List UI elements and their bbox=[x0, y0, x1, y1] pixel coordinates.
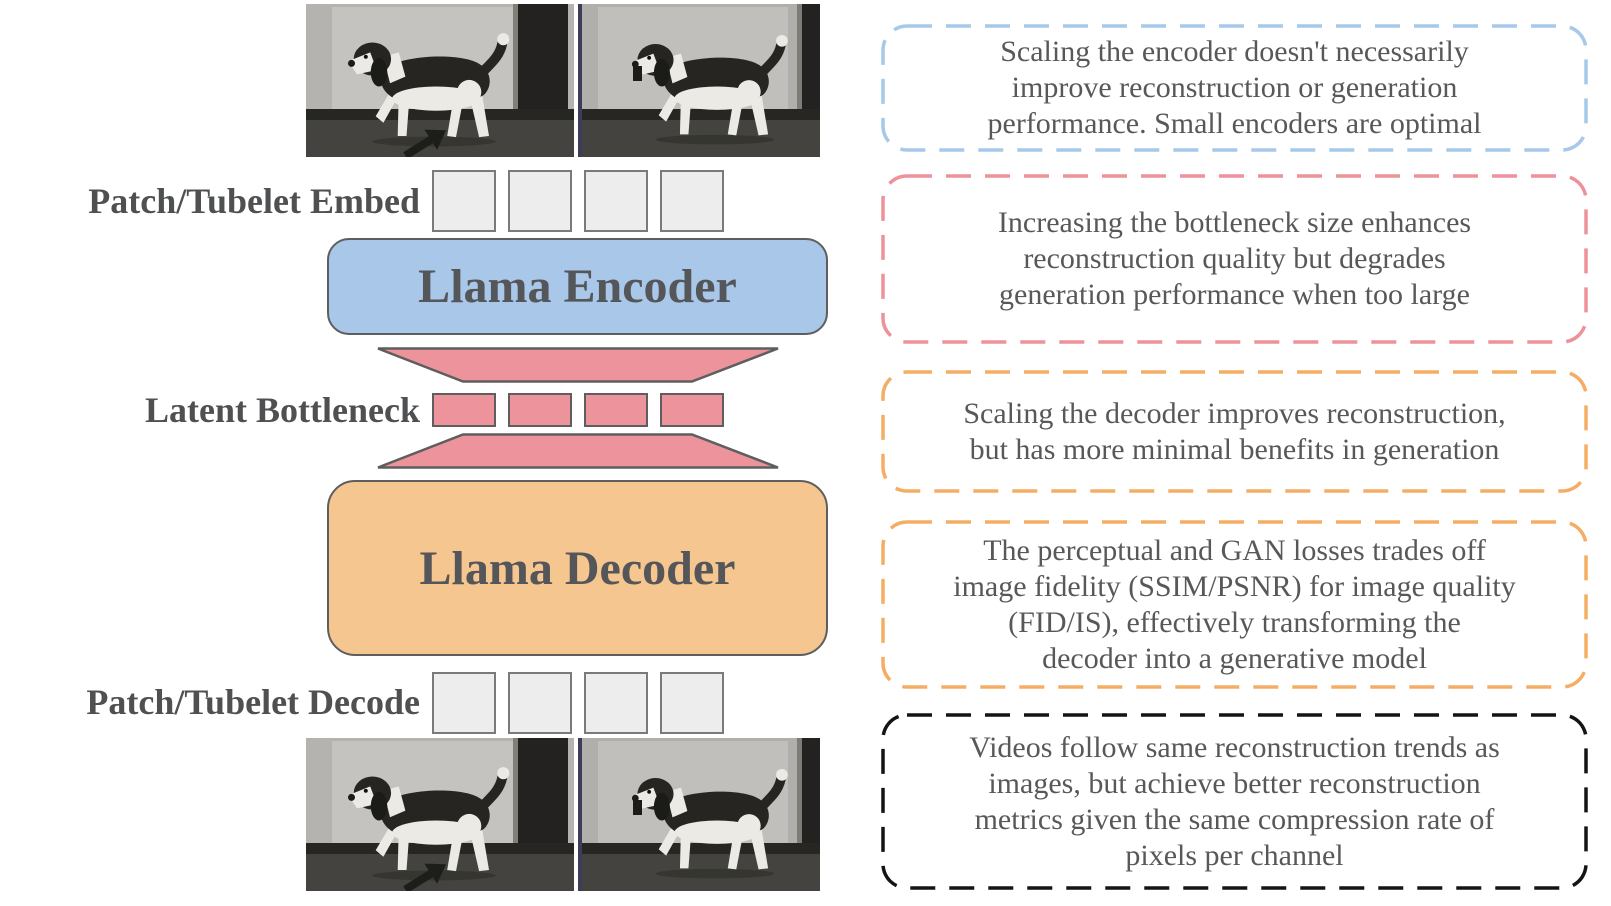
annotation-line: reconstruction quality but degrades bbox=[1023, 242, 1446, 275]
decode-token bbox=[508, 672, 572, 734]
object-in-mouth bbox=[633, 66, 642, 81]
annotation-box-losses: The perceptual and GAN losses trades off… bbox=[881, 520, 1588, 689]
dashed-border bbox=[881, 520, 1588, 689]
annotation-box-bottleneck: Increasing the bottleneck size enhances … bbox=[881, 174, 1588, 344]
annotation-box-encoder: Scaling the encoder doesn't necessarily … bbox=[881, 24, 1588, 152]
doorway bbox=[802, 738, 820, 853]
annotation-line: performance. Small encoders are optimal bbox=[987, 107, 1482, 140]
doorway bbox=[518, 738, 568, 855]
annotation-line: Scaling the encoder doesn't necessarily bbox=[1000, 35, 1469, 68]
annotation-line: decoder into a generative model bbox=[1042, 641, 1427, 675]
annotation-line: images, but achieve better reconstructio… bbox=[988, 766, 1481, 800]
annotation-line: The perceptual and GAN losses trades off bbox=[983, 533, 1486, 567]
motion-arrow bbox=[403, 129, 447, 157]
latent-token bbox=[660, 393, 724, 427]
dashed-border bbox=[881, 174, 1588, 344]
doorway bbox=[518, 4, 568, 121]
label-patch-tubelet-decode: Patch/Tubelet Decode bbox=[86, 682, 420, 722]
annotation-box-decoder: Scaling the decoder improves reconstruct… bbox=[881, 370, 1588, 493]
input-frame-2 bbox=[578, 4, 820, 157]
object-in-mouth bbox=[633, 800, 642, 815]
input-video-frames bbox=[306, 4, 820, 157]
embed-token bbox=[660, 170, 724, 232]
input-frame-1 bbox=[306, 4, 574, 157]
bottleneck-funnel-up bbox=[377, 433, 779, 469]
dashed-border bbox=[881, 713, 1588, 890]
reconstructed-video-frames bbox=[306, 738, 820, 891]
annotation-line: Videos follow same reconstruction trends… bbox=[969, 730, 1500, 764]
annotation-line: (FID/IS), effectively transforming the bbox=[1008, 605, 1461, 639]
annotation-line: metrics given the same compression rate … bbox=[974, 802, 1495, 836]
label-patch-tubelet-embed: Patch/Tubelet Embed bbox=[88, 181, 420, 221]
annotation-line: improve reconstruction or generation bbox=[1011, 71, 1458, 104]
output-frame-2 bbox=[578, 738, 820, 891]
dashed-border bbox=[881, 370, 1588, 493]
door-frame-edge bbox=[513, 4, 518, 121]
output-frame-1 bbox=[306, 738, 574, 891]
llama-decoder-label: Llama Decoder bbox=[419, 541, 736, 595]
llama-decoder-block: Llama Decoder bbox=[327, 480, 828, 656]
decode-token bbox=[432, 672, 496, 734]
frame-separator bbox=[578, 738, 582, 891]
annotation-line: but has more minimal benefits in generat… bbox=[969, 432, 1500, 466]
annotation-line: Increasing the bottleneck size enhances bbox=[997, 206, 1472, 239]
frame-separator bbox=[578, 4, 582, 157]
annotation-box-videos: Videos follow same reconstruction trends… bbox=[881, 713, 1588, 890]
bottleneck-funnel-down bbox=[377, 347, 779, 383]
latent-token bbox=[584, 393, 648, 427]
dashed-border bbox=[881, 24, 1588, 152]
latent-token bbox=[432, 393, 496, 427]
annotation-line: pixels per channel bbox=[1125, 838, 1344, 872]
annotation-line: Scaling the decoder improves reconstruct… bbox=[963, 396, 1506, 430]
embed-token bbox=[508, 170, 572, 232]
doorway bbox=[802, 4, 820, 119]
llama-encoder-label: Llama Encoder bbox=[418, 260, 737, 313]
motion-arrow bbox=[403, 863, 447, 891]
llama-encoder-block: Llama Encoder bbox=[327, 238, 828, 335]
annotation-line: image fidelity (SSIM/PSNR) for image qua… bbox=[953, 569, 1516, 603]
embed-token bbox=[584, 170, 648, 232]
label-latent-bottleneck: Latent Bottleneck bbox=[145, 390, 420, 430]
annotation-line: generation performance when too large bbox=[999, 278, 1470, 311]
decode-token bbox=[584, 672, 648, 734]
latent-token bbox=[508, 393, 572, 427]
decode-token bbox=[660, 672, 724, 734]
embed-token bbox=[432, 170, 496, 232]
